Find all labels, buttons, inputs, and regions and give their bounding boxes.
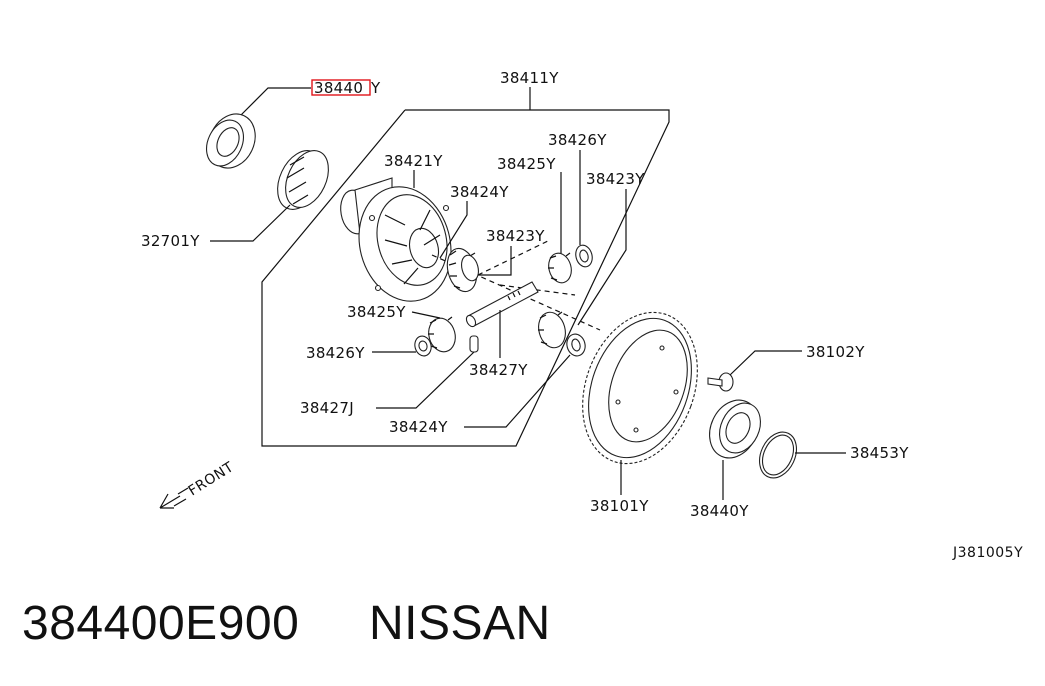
- side-gear-left-part: [446, 247, 479, 293]
- label-38425-mid[interactable]: 38425Y: [347, 303, 406, 321]
- label-38424-bot[interactable]: 38424Y: [389, 418, 448, 436]
- label-38453[interactable]: 38453Y: [850, 444, 909, 462]
- part-number: 384400E900: [22, 597, 300, 650]
- label-38101[interactable]: 38101Y: [590, 497, 649, 515]
- leader-38427j: [376, 351, 475, 409]
- brand-name: NISSAN: [368, 597, 551, 650]
- label-38440-bot[interactable]: 38440Y: [690, 502, 749, 520]
- label-38425-top[interactable]: 38425Y: [497, 155, 556, 173]
- label-38423-top[interactable]: 38423Y: [586, 170, 645, 188]
- diagram-reference: J381005Y: [952, 545, 1023, 561]
- side-gear-right-part: [538, 311, 586, 357]
- seal-part: [277, 150, 329, 210]
- assembly-outline: [261, 109, 670, 447]
- front-arrow-icon: [159, 487, 189, 509]
- label-38427y[interactable]: 38427Y: [469, 361, 528, 379]
- label-32701[interactable]: 32701Y: [141, 232, 200, 250]
- bearing-top-part: [206, 113, 256, 169]
- bolt-part: [707, 372, 734, 392]
- label-38427j[interactable]: 38427J: [300, 399, 354, 417]
- pinion-shaft-part: [465, 281, 539, 328]
- front-label: FRONT: [186, 459, 237, 499]
- label-38426-top[interactable]: 38426Y: [548, 131, 607, 149]
- bearing-bottom-part: [709, 399, 761, 459]
- footer-title: 384400E900 NISSAN: [22, 596, 551, 651]
- label-38424-top[interactable]: 38424Y: [450, 183, 509, 201]
- leader-38423-mid: [478, 246, 512, 276]
- leader-38425-mid: [411, 311, 441, 319]
- pinion-gear-left-part: [414, 316, 456, 357]
- leader-38102: [729, 350, 802, 376]
- ring-gear-part: [582, 311, 698, 465]
- label-38423-mid[interactable]: 38423Y: [486, 227, 545, 245]
- shim-part: [759, 431, 797, 479]
- label-38440-top[interactable]: 38440: [314, 79, 363, 97]
- label-38102[interactable]: 38102Y: [806, 343, 865, 361]
- label-38440-top-suffix: Y: [370, 79, 381, 97]
- label-38411[interactable]: 38411Y: [500, 69, 559, 87]
- leader-38424-top: [439, 201, 468, 259]
- leader-38423-top: [577, 189, 627, 326]
- leader-32701: [210, 204, 291, 242]
- leader-38424-bot: [464, 354, 571, 428]
- pinion-gear-top-part: [548, 244, 593, 284]
- lock-pin-part: [469, 335, 479, 353]
- highlight-box: [311, 79, 371, 96]
- leader-38440-top: [239, 87, 311, 117]
- label-38421[interactable]: 38421Y: [384, 152, 443, 170]
- label-38426-mid[interactable]: 38426Y: [306, 344, 365, 362]
- differential-case-part: [340, 177, 452, 302]
